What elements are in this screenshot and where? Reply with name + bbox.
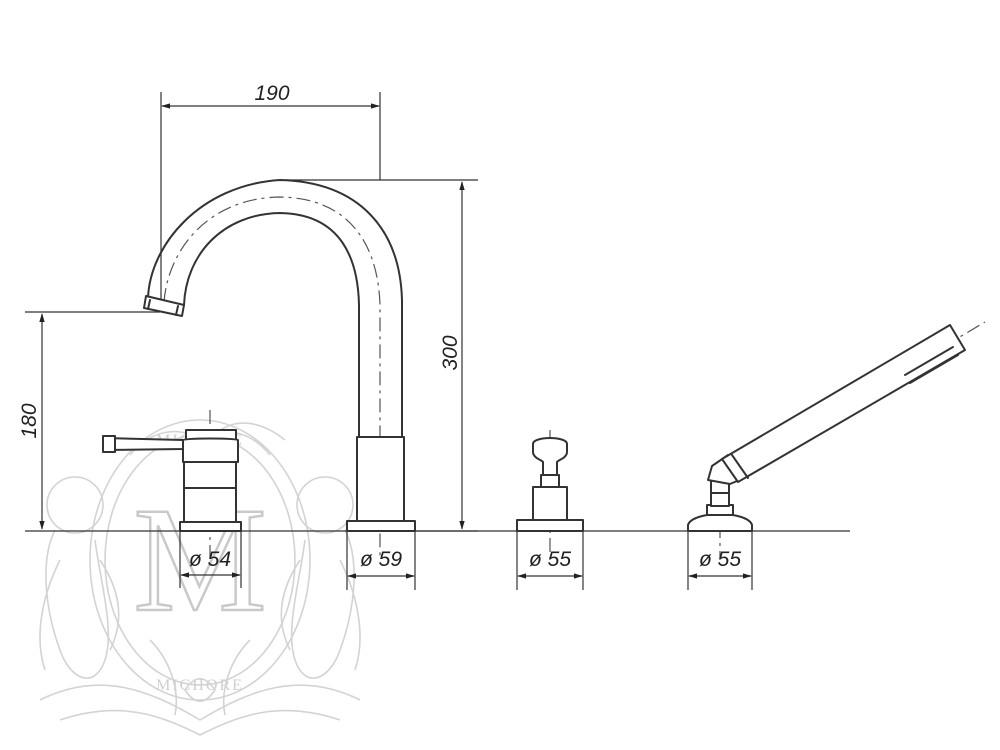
dimension-spout-base-diameter: ø 59 xyxy=(346,531,416,590)
mixer-lever xyxy=(104,437,184,451)
mixer-lever-unit xyxy=(102,410,242,560)
mixer-base xyxy=(179,521,242,532)
spout-outlet xyxy=(143,295,185,317)
spout-outer xyxy=(147,179,403,438)
dimension-label-diverter-diameter: ø 55 xyxy=(529,548,571,571)
dimension-label-outlet-height: 180 xyxy=(18,403,41,438)
dimension-label-spout-height: 300 xyxy=(439,335,462,370)
watermark-oval xyxy=(89,419,311,701)
mixer-head xyxy=(182,437,239,463)
dimension-spout-reach: 190 xyxy=(160,82,381,300)
spout-unit xyxy=(143,179,416,560)
watermark: MICHORE MICHORE M xyxy=(39,419,361,736)
dimension-diverter-diameter: ø 55 xyxy=(516,531,584,590)
dimension-mixer-diameter: ø 54 xyxy=(179,531,242,588)
diverter-base xyxy=(516,519,584,532)
watermark-text-bottom: MICHORE xyxy=(156,677,244,694)
handshower-handle xyxy=(721,324,966,483)
spout-centerline xyxy=(163,196,381,560)
dimension-handshower-base-diameter: ø 55 xyxy=(687,531,753,590)
handshower-unit xyxy=(687,321,986,560)
diverter-body xyxy=(532,486,568,521)
diverter-unit xyxy=(516,430,584,560)
mixer-body xyxy=(183,461,237,525)
diverter-knob xyxy=(532,437,568,476)
watermark-cherub-right xyxy=(280,476,361,679)
diverter-stem xyxy=(540,474,560,488)
dimension-label-mixer-diameter: ø 54 xyxy=(189,548,231,571)
watermark-cherub-left xyxy=(39,476,120,679)
spout-base xyxy=(346,520,416,532)
dimension-label-spout-reach: 190 xyxy=(254,82,289,105)
dimension-label-handshower-base-diameter: ø 55 xyxy=(699,548,741,571)
dimension-outlet-height: 180 xyxy=(18,311,160,530)
handshower-base xyxy=(687,513,753,532)
spout-inner xyxy=(183,212,360,438)
mixer-lever-tip xyxy=(102,435,116,453)
dimension-label-spout-base-diameter: ø 59 xyxy=(360,548,402,571)
dimension-spout-height: 300 xyxy=(285,179,478,532)
spout-body xyxy=(356,436,405,523)
